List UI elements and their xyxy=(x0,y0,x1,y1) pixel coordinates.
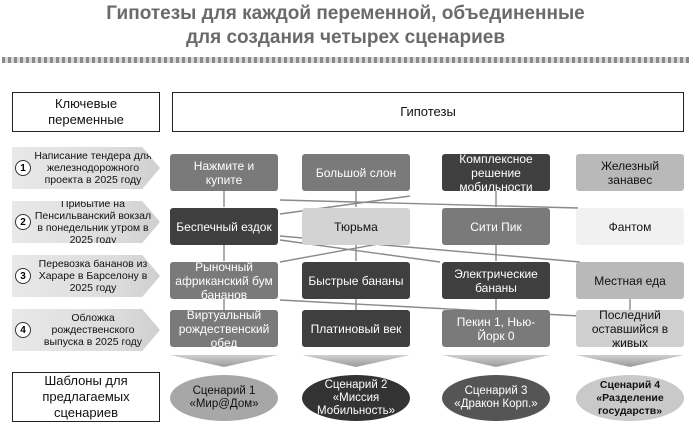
funnel-arrow-1 xyxy=(170,355,278,367)
templates-label: Шаблоны для предлагаемых сценариев xyxy=(42,373,130,420)
hypothesis-4-1: Виртуальный рождественский обед xyxy=(170,308,278,350)
hypothesis-2-3: Сити Пик xyxy=(442,208,550,245)
scenario-3: Сценарий 3 «Дракон Корп.» xyxy=(442,375,550,421)
variable-number-badge: 2 xyxy=(15,214,31,230)
hypotheses-label: Гипотезы xyxy=(400,104,456,119)
scenario-1: Сценарий 1 «Мир@Дом» xyxy=(170,375,278,421)
hypothesis-2-2: Тюрьма xyxy=(302,208,410,245)
hypothesis-4-3: Пекин 1, Нью-Йорк 0 xyxy=(442,310,550,347)
title-line-2: для создания четырех сценариев xyxy=(185,27,506,48)
templates-header: Шаблоны для предлагаемых сценариев xyxy=(12,372,160,422)
variable-row-2: 2 Прибытие на Пенсильванский вокзал в по… xyxy=(12,201,160,243)
hypothesis-3-4: Местная еда xyxy=(576,262,684,299)
funnel-arrow-4 xyxy=(576,355,684,367)
hypothesis-3-3: Электрические бананы xyxy=(442,262,550,299)
hypothesis-1-3: Комплексное решение мобильности xyxy=(442,152,550,194)
variable-row-4: 4 Обложка рождественского выпуска в 2025… xyxy=(12,309,160,351)
title-line-1: Гипотезы для каждой переменной, объедине… xyxy=(106,3,585,24)
hypothesis-4-4: Последний оставшийся в живых xyxy=(576,308,684,350)
variable-row-1: 1 Написание тендера для железнодорожного… xyxy=(12,147,160,189)
scenario-2: Сценарий 2 «Миссия Мобильность» xyxy=(302,375,410,421)
variable-label: Прибытие на Пенсильванский вокзал в поне… xyxy=(34,198,152,246)
variable-label: Перевозка бананов из Харарe в Барселону … xyxy=(38,258,148,294)
hypothesis-2-1: Беспечный ездок xyxy=(170,208,278,245)
funnel-arrow-2 xyxy=(302,355,410,367)
title-divider xyxy=(2,57,689,63)
hypothesis-3-2: Быстрые бананы xyxy=(302,262,410,299)
scenario-4: Сценарий 4 «Разделение государств» xyxy=(576,375,684,421)
hypothesis-3-1: Рыночный африканский бум бананов xyxy=(170,260,278,302)
variable-number-badge: 1 xyxy=(15,160,31,176)
hypotheses-header: Гипотезы xyxy=(172,92,684,140)
hypothesis-1-1: Нажмите и купите xyxy=(170,154,278,191)
variable-number-badge: 3 xyxy=(15,268,31,284)
hypothesis-4-2: Платиновый век xyxy=(302,310,410,347)
variable-label: Написание тендера для железнодорожного п… xyxy=(34,150,152,186)
page-title: Гипотезы для каждой переменной, объедине… xyxy=(0,2,691,50)
link-line xyxy=(279,199,579,209)
key-variables-header: Ключевые переменные xyxy=(12,92,160,132)
hypothesis-2-4: Фантом xyxy=(576,208,684,245)
key-variables-label: Ключевые переменные xyxy=(48,96,124,127)
funnel-arrow-3 xyxy=(442,355,550,367)
variable-number-badge: 4 xyxy=(15,322,31,338)
variable-label: Обложка рождественского выпуска в 2025 г… xyxy=(43,312,143,348)
variable-row-3: 3 Перевозка бананов из Харарe в Барселон… xyxy=(12,255,160,297)
hypothesis-1-2: Большой слон xyxy=(302,154,410,191)
hypothesis-1-4: Железный занавес xyxy=(576,154,684,191)
